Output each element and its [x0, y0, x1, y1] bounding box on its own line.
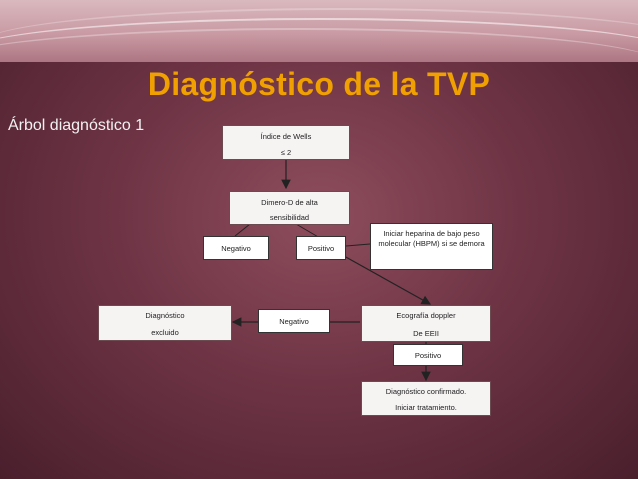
node-iniciar-heparina-line1: Iniciar heparina de bajo peso — [383, 229, 480, 238]
node-positivo-eco-label: Positivo — [414, 351, 442, 360]
node-positivo-eco: Positivo — [393, 344, 463, 366]
node-dimero-d-line1: Dimero-D de alta — [261, 198, 318, 207]
connector-positivo-heparina — [345, 243, 371, 247]
node-diagnostico-excluido-line1: Diagnóstico — [145, 311, 185, 320]
node-positivo-dimero-label: Positivo — [307, 244, 335, 253]
node-iniciar-heparina-line2: molecular (HBPM) si se demora — [378, 239, 485, 248]
node-negativo-eco-label: Negativo — [279, 317, 309, 326]
node-negativo-dimero: Negativo — [203, 236, 269, 260]
node-diagnostico-confirmado: Diagnóstico confirmado. Iniciar tratamie… — [361, 381, 491, 416]
node-negativo-dimero-label: Negativo — [221, 244, 251, 253]
decorative-swoosh — [0, 8, 638, 62]
node-ecografia-doppler: Ecografía doppler De EEII — [361, 305, 491, 342]
connector-positivo-eco — [343, 255, 432, 305]
node-ecografia-doppler-line2: De EEII — [413, 329, 439, 338]
node-diagnostico-confirmado-line2: Iniciar tratamiento. — [395, 403, 457, 412]
slide-title: Diagnóstico de la TVP — [147, 66, 491, 102]
node-indice-wells-line2: ≤ 2 — [280, 148, 292, 157]
node-dimero-d: Dimero-D de alta sensibilidad — [229, 191, 350, 225]
node-positivo-dimero: Positivo — [296, 236, 346, 260]
connector-dimero-negativo — [234, 223, 251, 237]
connector-dimero-positivo — [295, 223, 321, 239]
node-indice-wells-line1: Índice de Wells — [260, 132, 312, 141]
node-iniciar-heparina: Iniciar heparina de bajo peso molecular … — [370, 223, 493, 270]
node-indice-wells: Índice de Wells ≤ 2 — [222, 125, 350, 160]
node-diagnostico-confirmado-line1: Diagnóstico confirmado. — [385, 387, 467, 396]
node-negativo-eco: Negativo — [258, 309, 330, 333]
decorative-header-band — [0, 0, 638, 62]
node-ecografia-doppler-line1: Ecografía doppler — [396, 311, 456, 320]
slide-subtitle: Árbol diagnóstico 1 — [8, 117, 145, 134]
node-dimero-d-line2: sensibilidad — [269, 213, 310, 222]
node-diagnostico-excluido-line2: excluido — [151, 328, 179, 337]
node-diagnostico-excluido: Diagnóstico excluido — [98, 305, 232, 341]
